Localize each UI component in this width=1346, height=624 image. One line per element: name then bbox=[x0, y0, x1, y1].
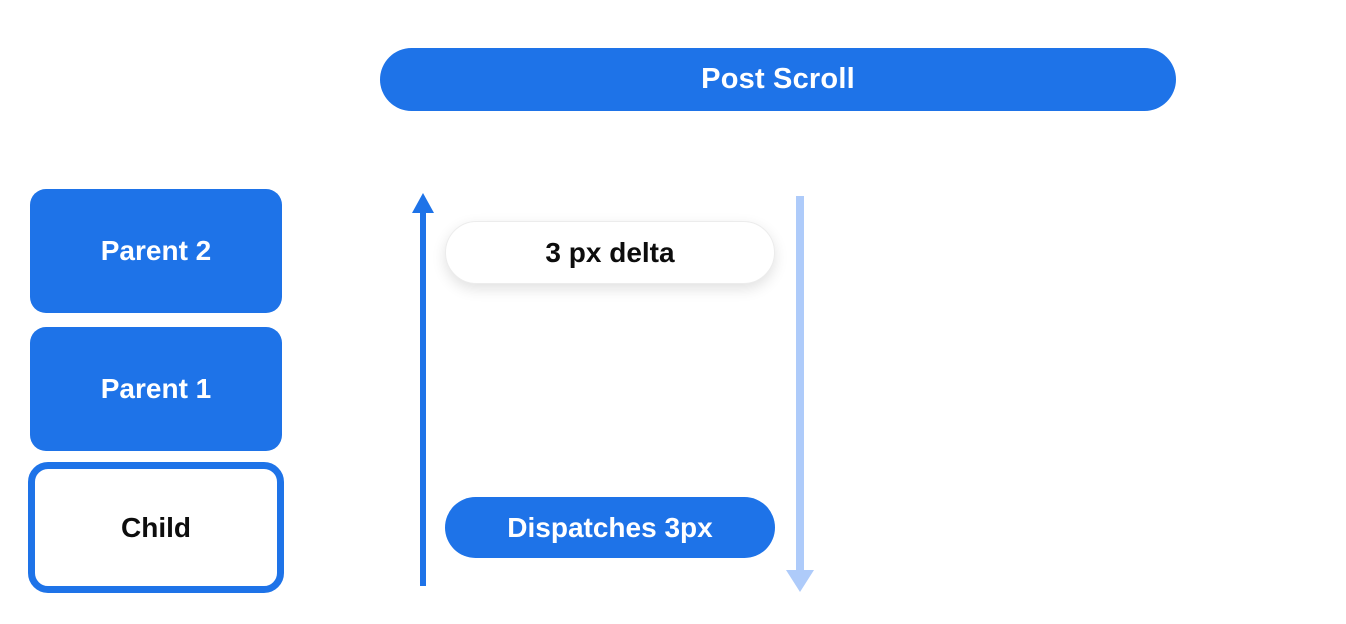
dispatch-label: Dispatches 3px bbox=[507, 511, 713, 543]
delta-label: 3 px delta bbox=[545, 236, 675, 268]
arrow-up-icon bbox=[411, 193, 435, 586]
dispatch-pill: Dispatches 3px bbox=[445, 497, 775, 558]
arrow-down-icon bbox=[786, 196, 814, 592]
parent2-box: Parent 2 bbox=[30, 189, 282, 313]
child-box: Child bbox=[28, 462, 284, 593]
arrow-down-shaft bbox=[796, 196, 804, 570]
post-scroll-banner: Post Scroll bbox=[380, 48, 1176, 111]
parent2-label: Parent 2 bbox=[100, 235, 212, 266]
child-label: Child bbox=[121, 511, 191, 543]
delta-pill: 3 px delta bbox=[445, 221, 775, 284]
post-scroll-label: Post Scroll bbox=[701, 63, 855, 95]
parent1-label: Parent 1 bbox=[100, 373, 212, 404]
arrow-down-head bbox=[786, 570, 814, 592]
parent1-box: Parent 1 bbox=[30, 327, 282, 451]
arrow-up-head bbox=[412, 193, 434, 213]
arrow-up-shaft bbox=[420, 213, 426, 586]
